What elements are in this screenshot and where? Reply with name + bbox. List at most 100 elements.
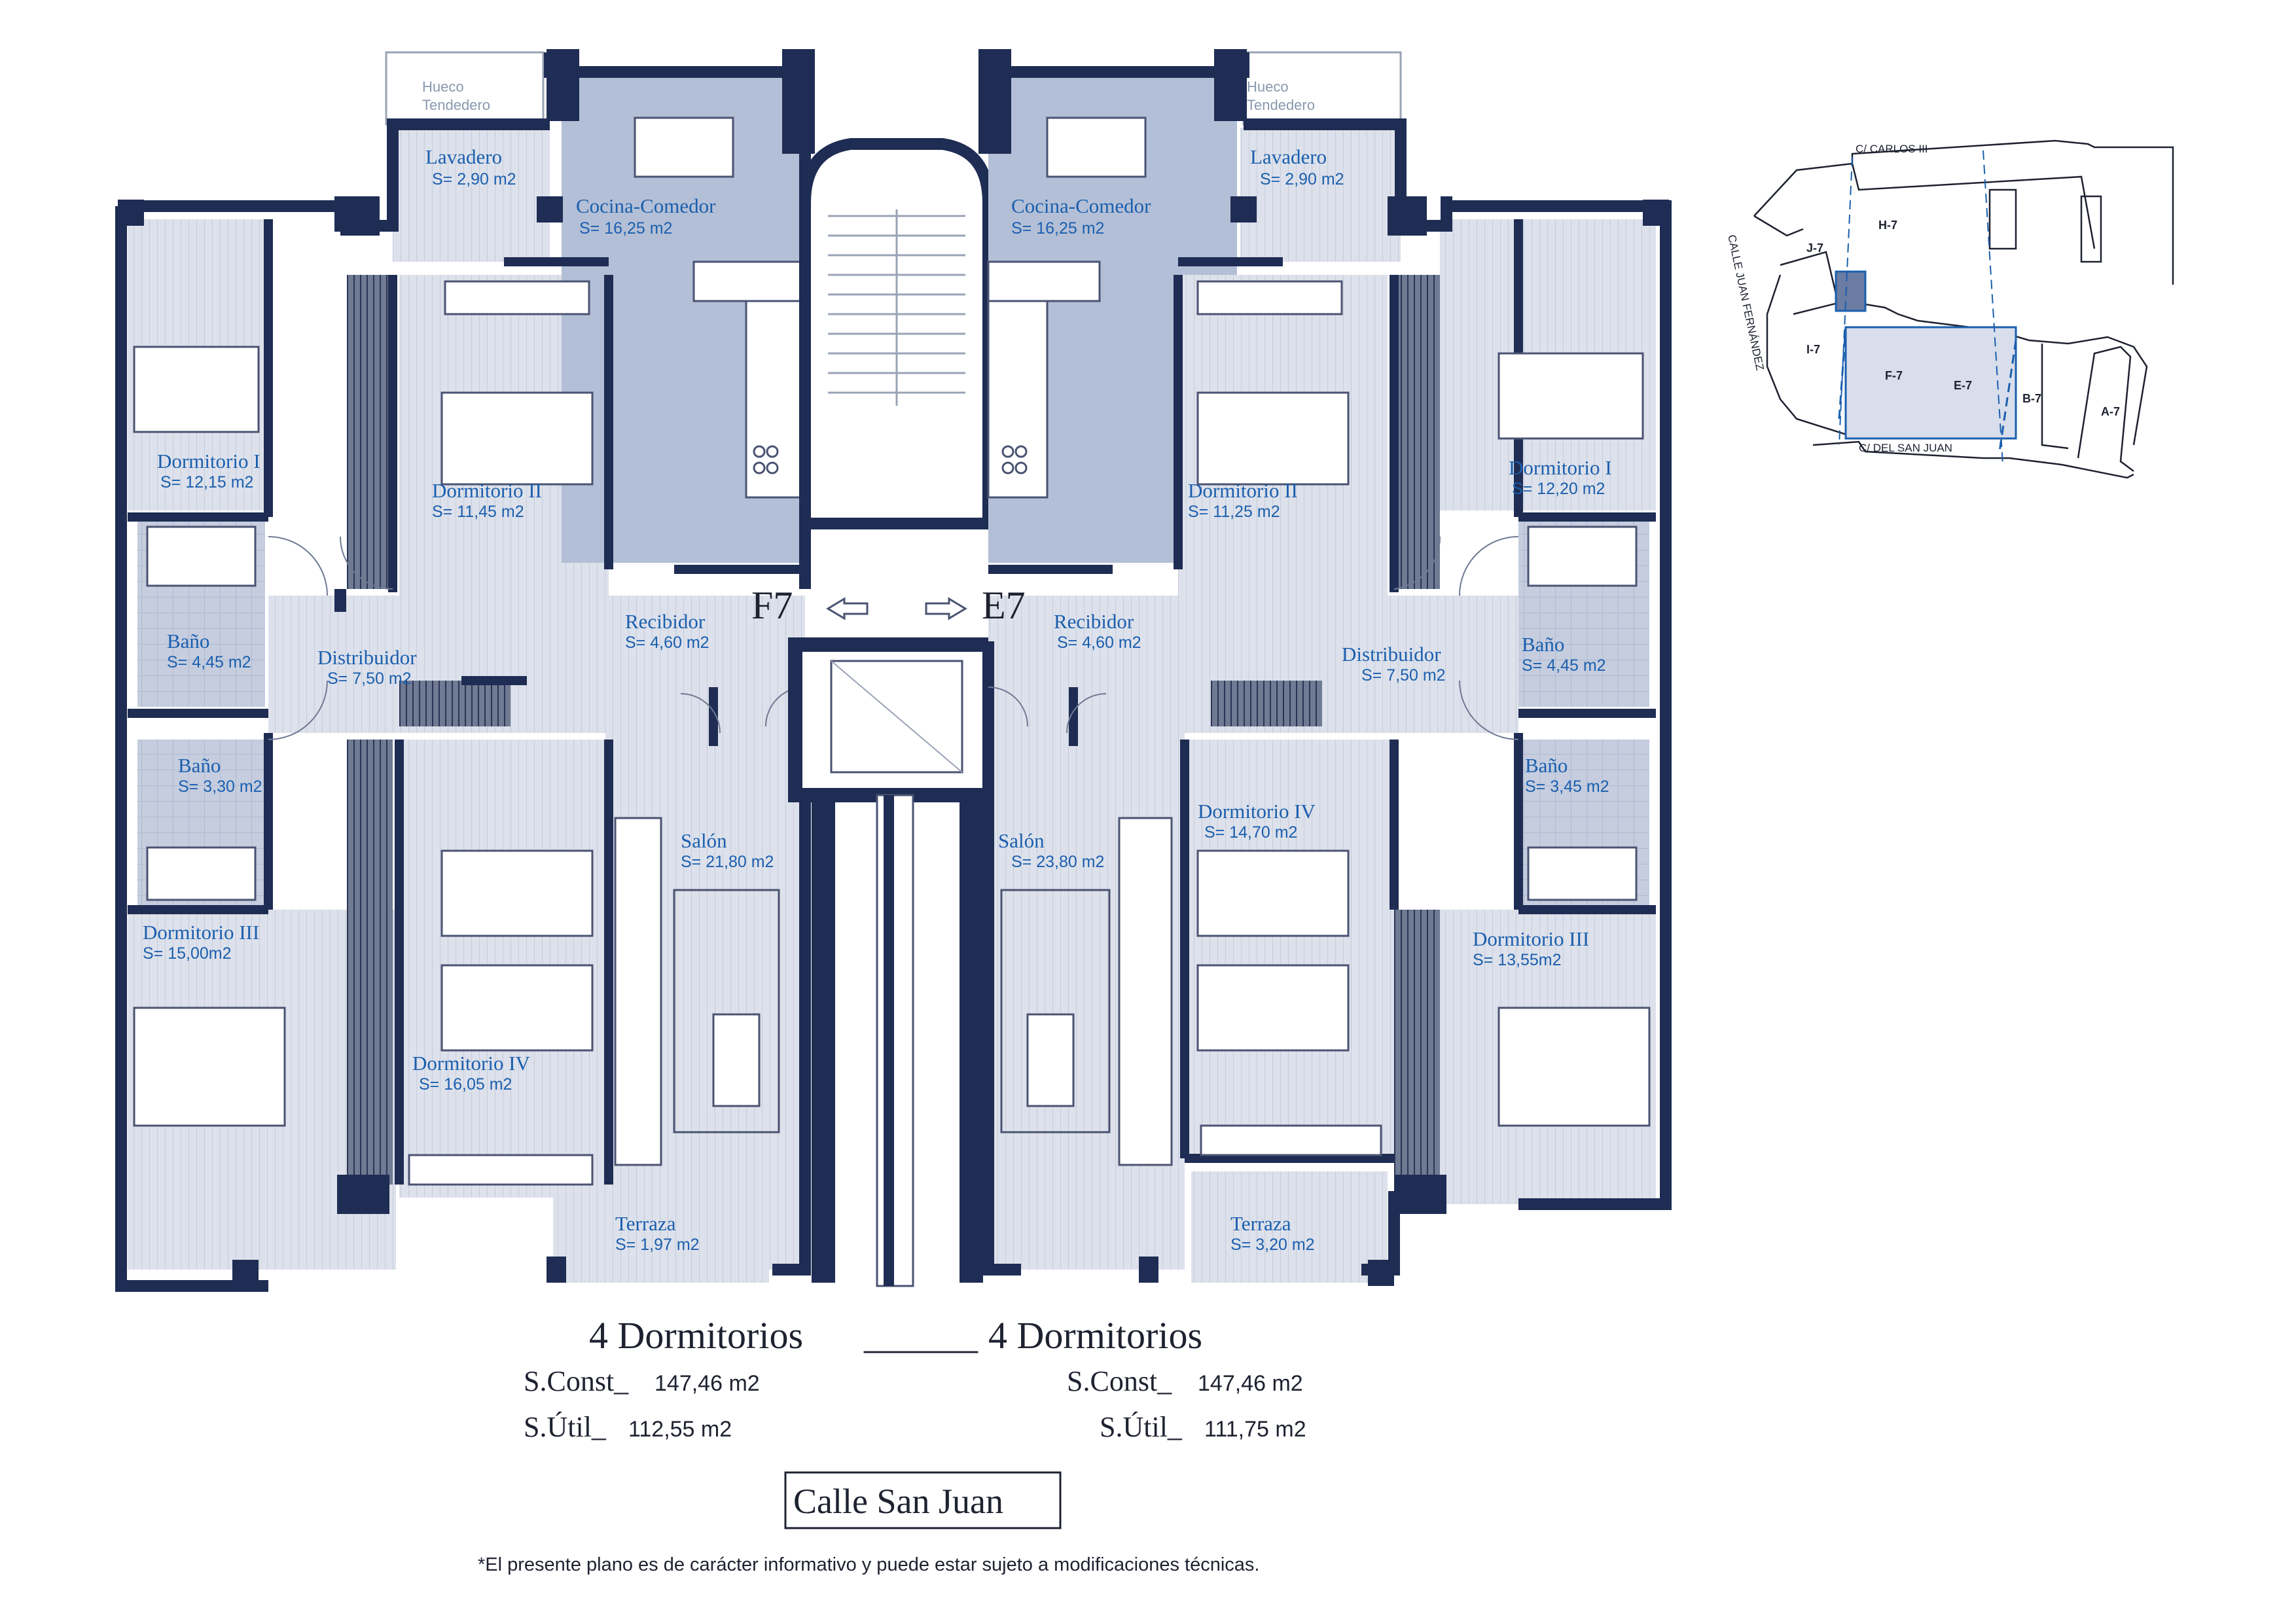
label-recibidor: Recibidor	[1054, 610, 1134, 633]
sofa	[614, 817, 662, 1166]
label-salon: Salón	[998, 829, 1045, 852]
map-unit-e7: E-7	[1954, 379, 1972, 392]
area-bano-2: S= 3,30 m2	[178, 777, 262, 796]
label-dormitorio-ii: Dormitorio II	[1188, 479, 1298, 502]
area-terraza: S= 1,97 m2	[615, 1236, 700, 1254]
area-dormitorio-iv: S= 14,70 m2	[1204, 823, 1297, 842]
label-dormitorio-i: Dormitorio I	[157, 450, 260, 473]
area-lavadero: S= 2,90 m2	[432, 170, 516, 188]
area-salon: S= 23,80 m2	[1011, 853, 1104, 871]
sofa	[1118, 817, 1173, 1166]
label-salon: Salón	[681, 829, 727, 852]
right-bedrooms-title: 4 Dormitorios	[988, 1314, 1202, 1357]
left-bedrooms-title: 4 Dormitorios	[589, 1314, 803, 1357]
label-dormitorio-iv: Dormitorio IV	[1198, 800, 1316, 823]
street-box	[784, 1471, 1062, 1529]
area-distribuidor: S= 7,50 m2	[327, 669, 412, 688]
bed	[440, 964, 594, 1052]
area-dormitorio-iv: S= 16,05 m2	[419, 1075, 512, 1094]
counter	[692, 260, 806, 302]
floor-lavadero-right	[1240, 128, 1401, 262]
label-dormitorio-i: Dormitorio I	[1509, 456, 1612, 479]
bathtub	[1527, 526, 1638, 587]
wardrobe	[1394, 910, 1440, 1185]
map-street-juan-fernandez: CALLE JUAN FERNÁNDEZ	[1725, 234, 1767, 372]
label-recibidor: Recibidor	[625, 610, 706, 633]
area-lavadero: S= 2,90 m2	[1260, 170, 1344, 188]
area-recibidor: S= 4,60 m2	[625, 633, 709, 652]
bed	[133, 1007, 286, 1127]
label-terraza: Terraza	[615, 1212, 676, 1235]
label-dormitorio-iii: Dormitorio III	[1473, 927, 1589, 950]
bathtub	[1527, 846, 1638, 901]
counter	[987, 300, 1049, 499]
map-unit-b7: B-7	[2022, 392, 2041, 405]
label-dormitorio-iii: Dormitorio III	[143, 921, 259, 944]
floor-lavadero-left	[393, 128, 550, 262]
wardrobe	[399, 681, 511, 726]
dining-table	[1046, 116, 1147, 178]
desk	[1196, 280, 1343, 315]
area-dormitorio-i: S= 12,15 m2	[160, 473, 253, 491]
map-street-san-juan: C/ DEL SAN JUAN	[1859, 442, 1952, 454]
right-sutil-value: 111,75 m2	[1204, 1417, 1306, 1442]
area-dormitorio-ii: S= 11,45 m2	[432, 503, 524, 521]
area-recibidor: S= 4,60 m2	[1057, 633, 1141, 652]
right-sutil-label: S.Útil_	[1100, 1411, 1183, 1443]
area-dormitorio-iii: S= 13,55m2	[1473, 951, 1562, 969]
street-name: Calle San Juan	[793, 1482, 1003, 1521]
map-unit-j7: J-7	[1806, 241, 1823, 255]
coffee-table	[712, 1013, 761, 1107]
label-lavadero: Lavadero	[1250, 145, 1327, 168]
right-sconst-value: 147,46 m2	[1198, 1371, 1303, 1396]
rug	[1000, 889, 1111, 1133]
bed	[133, 346, 260, 433]
summary: 4 Dormitorios ______ 4 Dormitorios S.Con…	[478, 1314, 1306, 1575]
bed	[440, 849, 594, 937]
map-unit-f7: F-7	[1885, 369, 1903, 382]
area-salon: S= 21,80 m2	[681, 853, 774, 871]
label-distribuidor: Distribuidor	[1342, 643, 1441, 666]
label-lavadero: Lavadero	[425, 145, 502, 168]
area-dormitorio-ii: S= 11,25 m2	[1188, 503, 1280, 521]
floor-terraza-right	[1191, 1171, 1388, 1283]
label-cocina-comedor: Cocina-Comedor	[1011, 194, 1151, 217]
label-distribuidor: Distribuidor	[317, 646, 417, 669]
bathtub	[146, 526, 257, 587]
title-separator: ______	[863, 1314, 978, 1357]
label-bano: Baño	[1522, 633, 1564, 656]
map-unit-h7: H-7	[1878, 219, 1897, 232]
dining-table	[634, 116, 734, 178]
area-bano-2: S= 3,45 m2	[1525, 777, 1609, 796]
wardrobe	[1211, 681, 1322, 726]
area-terraza: S= 3,20 m2	[1230, 1236, 1315, 1254]
left-sconst-label: S.Const_	[524, 1365, 629, 1397]
unit-f7	[115, 49, 815, 1292]
area-cocina-comedor: S= 16,25 m2	[579, 219, 672, 238]
left-sconst-value: 147,46 m2	[655, 1371, 760, 1396]
disclaimer: *El presente plano es de carácter inform…	[478, 1554, 1259, 1575]
bathtub	[146, 846, 257, 901]
wardrobe	[1394, 275, 1440, 589]
bed	[1196, 964, 1350, 1052]
bed	[1196, 849, 1350, 937]
area-bano: S= 4,45 m2	[167, 653, 251, 671]
bed	[1498, 1007, 1651, 1127]
coffee-table	[1026, 1013, 1075, 1107]
area-dormitorio-iii: S= 15,00m2	[143, 944, 232, 963]
map-unit-a7: A-7	[2101, 405, 2120, 418]
bed	[440, 391, 594, 486]
wardrobe	[347, 740, 393, 1185]
floor-hueco-left	[385, 51, 545, 126]
unit-code-e7: E7	[982, 584, 1026, 627]
label-terraza: Terraza	[1230, 1212, 1291, 1235]
desk	[1200, 1124, 1382, 1156]
location-map-highlight: C/ CARLOS III CALLE JUAN FERNÁNDEZ C/ DE…	[1725, 143, 2120, 465]
label-bano: Baño	[167, 630, 209, 652]
floor-terraza-left	[553, 1191, 769, 1283]
desk	[444, 280, 590, 315]
label-dormitorio-iv: Dormitorio IV	[412, 1052, 531, 1075]
